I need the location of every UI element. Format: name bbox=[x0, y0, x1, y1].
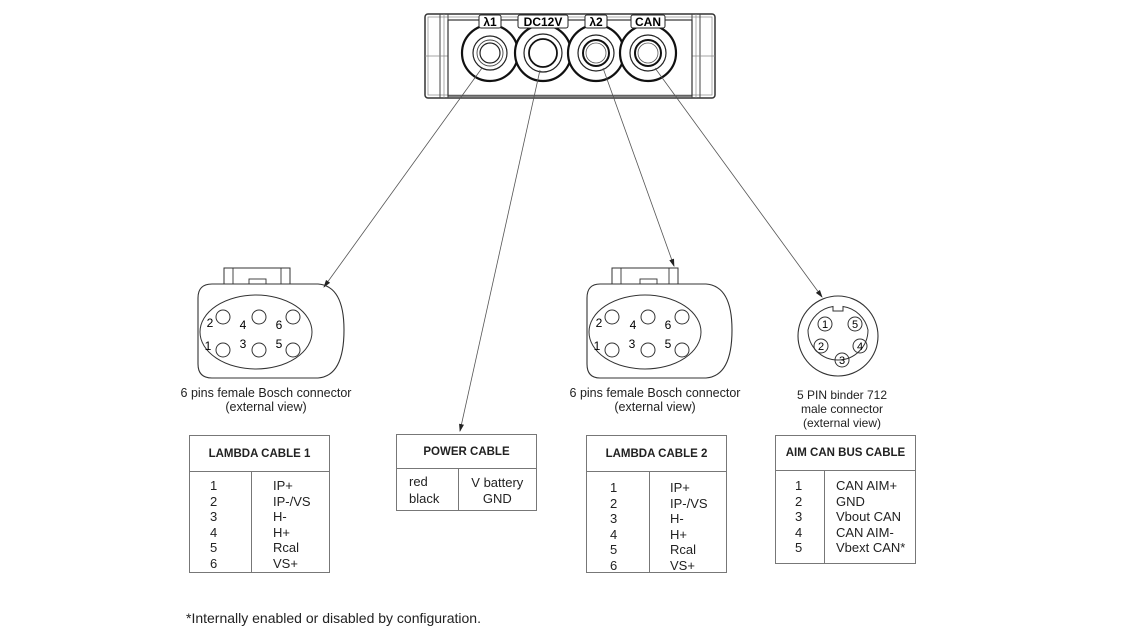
signal-cell: IP+ bbox=[670, 480, 690, 495]
pin-cell: 3 bbox=[610, 511, 618, 527]
signal-cell: Rcal bbox=[670, 542, 697, 558]
pin-number: 4 bbox=[630, 318, 637, 332]
pin-number: 1 bbox=[205, 339, 212, 353]
wire-cell: red bbox=[409, 474, 428, 489]
table-title: AIM CAN BUS CABLE bbox=[776, 436, 915, 471]
binder-connector-caption: 5 PIN binder 712 male connector (externa… bbox=[772, 388, 912, 430]
pin-cell: 1 bbox=[610, 480, 618, 495]
pin-number: 5 bbox=[852, 319, 858, 331]
pin-cell: 2 bbox=[210, 493, 218, 509]
leader-line-lambda1 bbox=[323, 67, 483, 288]
pin-cell: 2 bbox=[795, 493, 803, 509]
pin-cell: 5 bbox=[210, 540, 218, 556]
lambda-cable-2-table: LAMBDA CABLE 2 1 2 3 4 5 6 IP+ IP-/VS H-… bbox=[586, 435, 727, 573]
port-label-lambda1: λ1 bbox=[483, 15, 497, 29]
pin-cell: 1 bbox=[795, 478, 803, 493]
power-cable-table: POWER CABLE red black V battery GND bbox=[396, 434, 537, 511]
bosch-connector-1-caption: 6 pins female Bosch connector (external … bbox=[166, 386, 366, 414]
signal-cell: VS+ bbox=[273, 555, 298, 571]
port-label-lambda2: λ2 bbox=[589, 15, 603, 29]
pin-cell: 3 bbox=[795, 509, 803, 525]
pin-cell: 2 bbox=[610, 495, 618, 511]
signal-cell: IP+ bbox=[273, 478, 293, 493]
lambda-cable-1-table: LAMBDA CABLE 1 1 2 3 4 5 6 IP+ IP-/VS H-… bbox=[189, 435, 330, 573]
pin-number: 5 bbox=[665, 337, 672, 351]
signal-cell: CAN AIM+ bbox=[836, 478, 898, 493]
aim-can-bus-cable-table: AIM CAN BUS CABLE 1 2 3 4 5 CAN AIM+ GND… bbox=[775, 435, 916, 564]
binder-connector bbox=[797, 295, 879, 377]
pin-number: 3 bbox=[629, 337, 636, 351]
caption-line: (external view) bbox=[225, 400, 307, 414]
leader-line-lambda2 bbox=[602, 67, 675, 267]
signal-cell: IP-/VS bbox=[273, 493, 311, 509]
pin-number: 4 bbox=[240, 318, 247, 332]
caption-line: 5 PIN binder 712 bbox=[796, 388, 888, 402]
signal-cell: IP-/VS bbox=[670, 495, 708, 511]
pin-number: 2 bbox=[596, 316, 603, 330]
pin-cell: 4 bbox=[795, 524, 803, 540]
pin-cell: 5 bbox=[610, 542, 618, 558]
bosch-connector-2 bbox=[586, 267, 733, 379]
pin-cell: 6 bbox=[210, 555, 218, 571]
port-lambda1 bbox=[460, 23, 520, 83]
table-title: POWER CABLE bbox=[397, 435, 536, 469]
wire-cell: black bbox=[409, 491, 440, 506]
pin-number: 1 bbox=[594, 339, 601, 353]
pin-number: 1 bbox=[822, 319, 828, 331]
port-label-dc12v: DC12V bbox=[524, 15, 563, 29]
signal-cell: Rcal bbox=[273, 540, 300, 556]
wire-column: red black bbox=[397, 469, 459, 511]
port-label-can: CAN bbox=[635, 15, 661, 29]
pin-cell: 4 bbox=[610, 526, 618, 542]
bosch-connector-2-caption: 6 pins female Bosch connector (external … bbox=[555, 386, 755, 414]
pin-cell: 4 bbox=[210, 524, 218, 540]
signal-column: IP+ IP-/VS H- H+ Rcal VS+ bbox=[252, 472, 311, 573]
signal-cell: Vbext CAN* bbox=[836, 540, 906, 556]
pin-cell: 3 bbox=[210, 509, 218, 525]
leader-line-power bbox=[459, 69, 541, 432]
signal-cell: H+ bbox=[670, 526, 687, 542]
pin-number: 3 bbox=[240, 337, 247, 351]
pin-number: 6 bbox=[665, 318, 672, 332]
signal-cell: GND bbox=[482, 491, 512, 506]
table-title: LAMBDA CABLE 1 bbox=[190, 436, 329, 472]
signal-cell: V battery bbox=[471, 475, 524, 490]
pin-number: 2 bbox=[207, 316, 214, 330]
pin-number: 5 bbox=[276, 337, 283, 351]
footnote: *Internally enabled or disabled by confi… bbox=[186, 610, 481, 626]
pin-cell: 6 bbox=[610, 557, 618, 573]
pin-column: 1 2 3 4 5 6 bbox=[190, 472, 252, 573]
port-can bbox=[618, 23, 678, 83]
caption-line: (external view) bbox=[802, 416, 882, 430]
signal-cell: H- bbox=[670, 511, 684, 527]
pin-column: 1 2 3 4 5 6 bbox=[587, 472, 650, 573]
port-label-boxes bbox=[478, 14, 666, 29]
port-lambda2 bbox=[566, 23, 626, 83]
pin-cell: 5 bbox=[795, 540, 803, 556]
pin-column: 1 2 3 4 5 bbox=[776, 471, 825, 564]
caption-line: 6 pins female Bosch connector bbox=[569, 386, 741, 400]
port-dc12v bbox=[513, 23, 573, 83]
signal-cell: CAN AIM- bbox=[836, 524, 894, 540]
signal-cell: GND bbox=[836, 493, 865, 509]
leader-line-can bbox=[654, 67, 823, 298]
pin-number: 3 bbox=[839, 355, 845, 367]
pin-cell: 1 bbox=[210, 478, 218, 493]
signal-column: CAN AIM+ GND Vbout CAN CAN AIM- Vbext CA… bbox=[825, 471, 905, 564]
pin-number: 4 bbox=[857, 341, 863, 353]
pin-number: 6 bbox=[276, 318, 283, 332]
table-title: LAMBDA CABLE 2 bbox=[587, 436, 726, 472]
pin-number: 2 bbox=[818, 341, 824, 353]
signal-column: IP+ IP-/VS H- H+ Rcal VS+ bbox=[650, 472, 708, 573]
signal-cell: Vbout CAN bbox=[836, 509, 902, 525]
signal-cell: VS+ bbox=[670, 557, 695, 573]
signal-column: V battery GND bbox=[459, 469, 536, 511]
bosch-connector-1 bbox=[197, 267, 345, 379]
caption-line: (external view) bbox=[614, 400, 696, 414]
caption-line: 6 pins female Bosch connector bbox=[180, 386, 352, 400]
caption-line: male connector bbox=[800, 402, 884, 416]
signal-cell: H+ bbox=[273, 524, 290, 540]
signal-cell: H- bbox=[273, 509, 287, 525]
